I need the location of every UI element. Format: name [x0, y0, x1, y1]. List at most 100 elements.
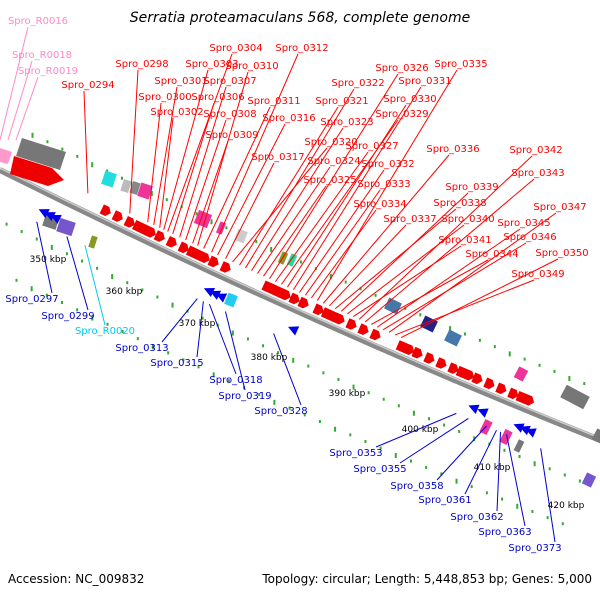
gene-label-spro-0373[interactable]: Spro_0373	[508, 543, 561, 554]
gene-label-spro-0324[interactable]: Spro_0324	[307, 156, 360, 167]
tick-mark	[307, 364, 310, 368]
gene-label-spro-0319[interactable]: Spro_0319	[218, 391, 271, 402]
gene-label-spro-r0019[interactable]: Spro_R0019	[18, 66, 78, 77]
tick-mark	[277, 351, 280, 355]
gene-label-spro-0329[interactable]: Spro_0329	[375, 109, 428, 120]
gene-label-spro-0315[interactable]: Spro_0315	[150, 358, 203, 369]
map-title: Serratia proteamaculans 568, complete ge…	[130, 10, 470, 26]
gene-label-spro-0347[interactable]: Spro_0347	[533, 202, 586, 213]
gene-block	[137, 182, 153, 200]
gene-label-spro-r0020[interactable]: Spro_R0020	[75, 326, 135, 337]
gene-label-spro-0355[interactable]: Spro_0355	[353, 464, 406, 475]
gene-label-spro-0334[interactable]: Spro_0334	[353, 199, 406, 210]
gene-label-spro-0297[interactable]: Spro_0297	[5, 294, 58, 305]
gene-label-spro-0301[interactable]: Spro_0301	[154, 76, 207, 87]
tick-mark	[538, 363, 541, 367]
gene-label-spro-0313[interactable]: Spro_0313	[115, 343, 168, 354]
leader-line	[225, 162, 275, 259]
gene-label-spro-r0018[interactable]: Spro_R0018	[12, 50, 72, 61]
leader-lines-above	[0, 26, 559, 339]
gene-label-spro-0363[interactable]: Spro_0363	[478, 527, 531, 538]
gene-label-spro-0320[interactable]: Spro_0320	[304, 137, 357, 148]
gene-label-spro-0345[interactable]: Spro_0345	[497, 218, 550, 229]
gene-label-spro-0341[interactable]: Spro_0341	[438, 235, 491, 246]
gene-label-spro-0323[interactable]: Spro_0323	[320, 117, 373, 128]
gene-label-spro-0309[interactable]: Spro_0309	[205, 130, 258, 141]
gene-label-spro-r0016[interactable]: Spro_R0016	[8, 16, 68, 27]
gene-label-spro-0330[interactable]: Spro_0330	[383, 94, 436, 105]
tick-mark	[292, 357, 295, 363]
gene-label-spro-0298[interactable]: Spro_0298	[115, 59, 168, 70]
leader-line	[224, 311, 246, 391]
forward-gene-arrow	[185, 245, 205, 261]
forward-gene-arrow	[435, 357, 447, 369]
gene-label-spro-0343[interactable]: Spro_0343	[511, 168, 564, 179]
gene-label-spro-0318[interactable]: Spro_0318	[209, 375, 262, 386]
gene-label-spro-0322[interactable]: Spro_0322	[331, 78, 384, 89]
gene-label-spro-0306[interactable]: Spro_0306	[191, 92, 244, 103]
gene-label-spro-0310[interactable]: Spro_0310	[225, 61, 278, 72]
gene-label-spro-0340[interactable]: Spro_0340	[441, 214, 494, 225]
gene-block	[101, 170, 117, 188]
tick-mark	[255, 240, 258, 244]
gene-label-spro-0335[interactable]: Spro_0335	[434, 59, 487, 70]
gene-label-spro-0299[interactable]: Spro_0299	[41, 311, 94, 322]
gene-label-spro-0336[interactable]: Spro_0336	[426, 144, 479, 155]
reverse-gene-arrow	[50, 215, 62, 224]
gene-label-spro-0300[interactable]: Spro_0300	[138, 92, 191, 103]
tick-mark	[165, 198, 168, 202]
gene-label-spro-0338[interactable]: Spro_0338	[433, 198, 486, 209]
gene-label-spro-0317[interactable]: Spro_0317	[251, 152, 304, 163]
tick-mark	[578, 479, 581, 483]
leader-line	[464, 429, 497, 495]
leader-line	[66, 236, 89, 311]
gene-label-spro-0294[interactable]: Spro_0294	[61, 80, 114, 91]
gene-label-spro-0353[interactable]: Spro_0353	[329, 448, 382, 459]
gene-label-spro-0361[interactable]: Spro_0361	[418, 495, 471, 506]
tick-mark	[568, 376, 571, 382]
gene-label-spro-0358[interactable]: Spro_0358	[390, 481, 443, 492]
reverse-gene-arrow	[468, 404, 480, 414]
gene-label-spro-0328[interactable]: Spro_0328	[254, 406, 307, 417]
tick-mark	[195, 212, 198, 216]
gene-block	[591, 428, 600, 444]
forward-gene-arrow	[320, 307, 340, 323]
gene-label-spro-0302[interactable]: Spro_0302	[150, 107, 203, 118]
forward-gene-arrow	[333, 312, 345, 325]
gene-label-spro-0333[interactable]: Spro_0333	[357, 179, 410, 190]
gene-label-spro-0304[interactable]: Spro_0304	[209, 43, 262, 54]
gene-label-spro-0316[interactable]: Spro_0316	[262, 113, 315, 124]
scale-label: 420 kbp	[548, 501, 585, 511]
gene-label-spro-0337[interactable]: Spro_0337	[383, 214, 436, 225]
gene-label-spro-0332[interactable]: Spro_0332	[361, 159, 414, 170]
gene-label-spro-0321[interactable]: Spro_0321	[315, 96, 368, 107]
tick-mark	[65, 252, 68, 256]
gene-label-spro-0325[interactable]: Spro_0325	[303, 175, 356, 186]
forward-gene-arrow	[207, 255, 219, 268]
gene-label-spro-0307[interactable]: Spro_0307	[203, 76, 256, 87]
gene-label-spro-0312[interactable]: Spro_0312	[275, 43, 328, 54]
gene-label-spro-0346[interactable]: Spro_0346	[503, 232, 556, 243]
gene-label-spro-0350[interactable]: Spro_0350	[535, 248, 588, 259]
gene-label-spro-0344[interactable]: Spro_0344	[465, 249, 518, 260]
gene-label-spro-0311[interactable]: Spro_0311	[247, 96, 300, 107]
tick-mark	[318, 420, 321, 424]
gene-label-spro-0349[interactable]: Spro_0349	[511, 269, 564, 280]
reverse-gene-arrow	[203, 287, 216, 298]
tick-mark	[152, 344, 155, 350]
gene-label-spro-0303[interactable]: Spro_0303	[185, 59, 238, 70]
tick-mark	[270, 246, 273, 252]
gene-label-spro-0327[interactable]: Spro_0327	[345, 141, 398, 152]
gene-label-spro-0331[interactable]: Spro_0331	[398, 76, 451, 87]
leader-line	[273, 333, 302, 406]
gene-label-spro-0342[interactable]: Spro_0342	[509, 145, 562, 156]
gene-label-spro-0308[interactable]: Spro_0308	[203, 109, 256, 120]
tick-mark	[337, 377, 340, 381]
gene-label-spro-0326[interactable]: Spro_0326	[375, 63, 428, 74]
tick-mark	[379, 446, 382, 450]
tick-mark	[359, 287, 362, 291]
gene-label-spro-0339[interactable]: Spro_0339	[445, 182, 498, 193]
forward-gene-arrow	[455, 365, 475, 381]
gene-label-spro-0362[interactable]: Spro_0362	[450, 512, 503, 523]
forward-gene-arrow	[395, 340, 415, 355]
